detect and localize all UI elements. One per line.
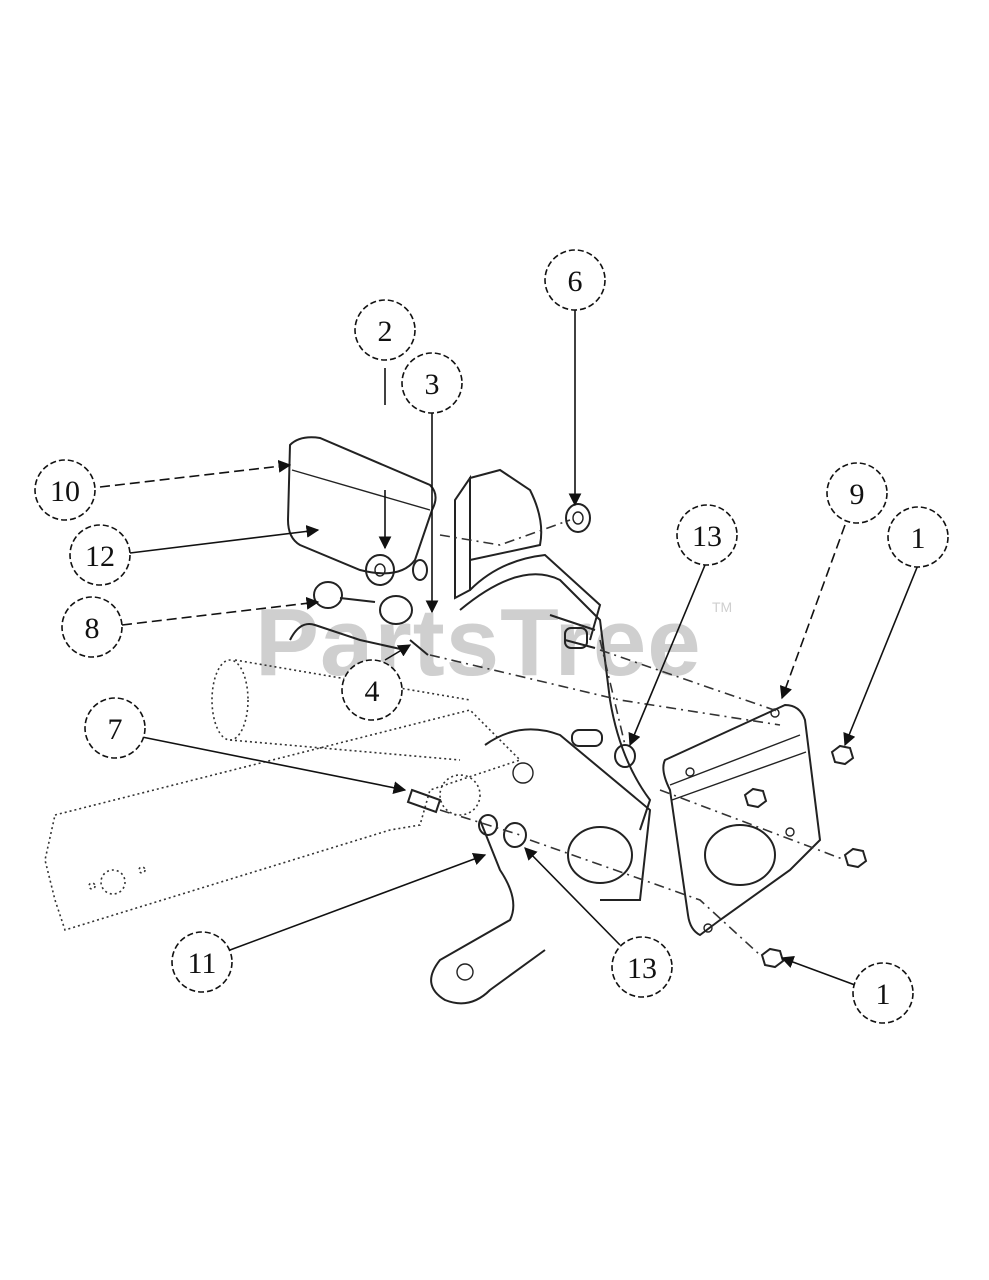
bolt-7 xyxy=(406,788,442,814)
center-bracket xyxy=(469,468,543,562)
plate-hole-1 xyxy=(685,767,695,777)
nut-1b xyxy=(760,947,785,969)
callouts xyxy=(34,249,949,1024)
callout-labels: 2 3 6 10 12 8 4 13 9 1 7 11 13 1 xyxy=(50,265,926,1011)
washer-6 xyxy=(565,503,591,533)
leader-13a xyxy=(628,564,706,747)
right-plate-rib xyxy=(669,734,807,801)
callout-7-label: 7 xyxy=(108,713,123,746)
linkage-arm xyxy=(430,819,546,1005)
callout-1a-circle xyxy=(887,506,949,568)
callout-6-label: 6 xyxy=(568,265,583,298)
callout-11-circle xyxy=(171,931,233,993)
parts-drawing xyxy=(44,436,868,1005)
callout-9-circle xyxy=(826,462,888,524)
gear-outline xyxy=(439,774,481,816)
callout-13a-circle xyxy=(676,504,738,566)
washer-small xyxy=(412,559,428,581)
assembly-line-3 xyxy=(599,649,781,713)
washer-large xyxy=(365,554,395,586)
plate-hole-4 xyxy=(703,923,713,933)
callout-7-circle xyxy=(84,697,146,759)
washer-6-hole xyxy=(572,511,584,525)
callout-3-label: 3 xyxy=(425,368,440,401)
callout-8-circle xyxy=(61,596,123,658)
callout-10-label: 10 xyxy=(50,475,80,508)
frame-rail xyxy=(44,709,522,931)
boss-left xyxy=(567,826,633,884)
pin-upper xyxy=(549,614,596,649)
leader-1b xyxy=(780,955,856,986)
watermark-tm: TM xyxy=(712,599,732,615)
callout-1b-label: 1 xyxy=(876,978,891,1011)
tube-outline xyxy=(229,659,471,761)
bushing-upper xyxy=(564,627,588,649)
callout-3-circle xyxy=(401,352,463,414)
boss-right xyxy=(704,824,776,886)
callout-12-label: 12 xyxy=(85,540,115,573)
washer-large-hole xyxy=(374,563,386,577)
tube-end xyxy=(211,659,249,741)
bushing-13b xyxy=(503,822,527,848)
linkage-top xyxy=(484,728,652,901)
bracket-curve xyxy=(469,553,602,641)
handle-plate xyxy=(286,436,437,575)
leader-8 xyxy=(121,596,320,626)
plate-hole-3 xyxy=(785,827,795,837)
assembly-line-1 xyxy=(439,519,571,546)
leader-7 xyxy=(141,736,407,794)
leader-13b xyxy=(524,847,621,946)
leader-10 xyxy=(99,459,292,488)
callout-9-label: 9 xyxy=(850,478,865,511)
callout-4-circle xyxy=(341,659,403,721)
callout-13a-label: 13 xyxy=(692,520,722,553)
knob-8-shaft xyxy=(339,597,376,603)
nut-1a xyxy=(830,744,855,766)
cam-4 xyxy=(379,595,413,625)
bushing-mid xyxy=(571,729,603,747)
frame-hole xyxy=(100,869,126,895)
spring-clip xyxy=(289,623,406,651)
callout-8-label: 8 xyxy=(85,612,100,645)
callout-1a-label: 1 xyxy=(911,522,926,555)
bolt-11 xyxy=(478,814,498,836)
leader-12 xyxy=(129,525,320,554)
bushing-13a xyxy=(614,744,636,768)
plate-hole-2 xyxy=(770,708,780,718)
center-bracket-side xyxy=(454,474,471,600)
assembly-line-7 xyxy=(439,809,521,836)
frame-hole-small xyxy=(88,882,96,890)
callout-2-circle xyxy=(354,299,416,361)
callout-1b-circle xyxy=(852,962,914,1024)
leader-4 xyxy=(384,644,412,661)
leader-lines xyxy=(99,310,919,986)
leader-1a xyxy=(843,564,919,747)
assembly-line-5 xyxy=(599,639,626,746)
callout-13b-label: 13 xyxy=(627,952,657,985)
watermark-text: PartsTree xyxy=(255,589,702,696)
callout-10-circle xyxy=(34,459,96,521)
nut-right xyxy=(843,847,868,869)
assembly-line-4 xyxy=(529,839,761,956)
pin-4 xyxy=(409,639,429,656)
curved-arm xyxy=(459,573,652,831)
callout-2-label: 2 xyxy=(378,315,393,348)
right-plate xyxy=(662,703,822,937)
frame-hole-small-2 xyxy=(138,866,146,874)
linkage-hole xyxy=(456,963,474,981)
callout-13b-circle xyxy=(611,936,673,998)
leader-11 xyxy=(229,853,487,951)
linkage-pivot xyxy=(512,762,534,784)
callout-6-circle xyxy=(544,249,606,311)
callout-11-label: 11 xyxy=(188,947,217,980)
leader-9 xyxy=(779,524,846,700)
nut-mid xyxy=(743,787,768,809)
knob-8 xyxy=(313,581,343,609)
callout-4-label: 4 xyxy=(365,675,380,708)
callout-12-circle xyxy=(69,524,131,586)
handle-plate-edge xyxy=(291,469,431,511)
